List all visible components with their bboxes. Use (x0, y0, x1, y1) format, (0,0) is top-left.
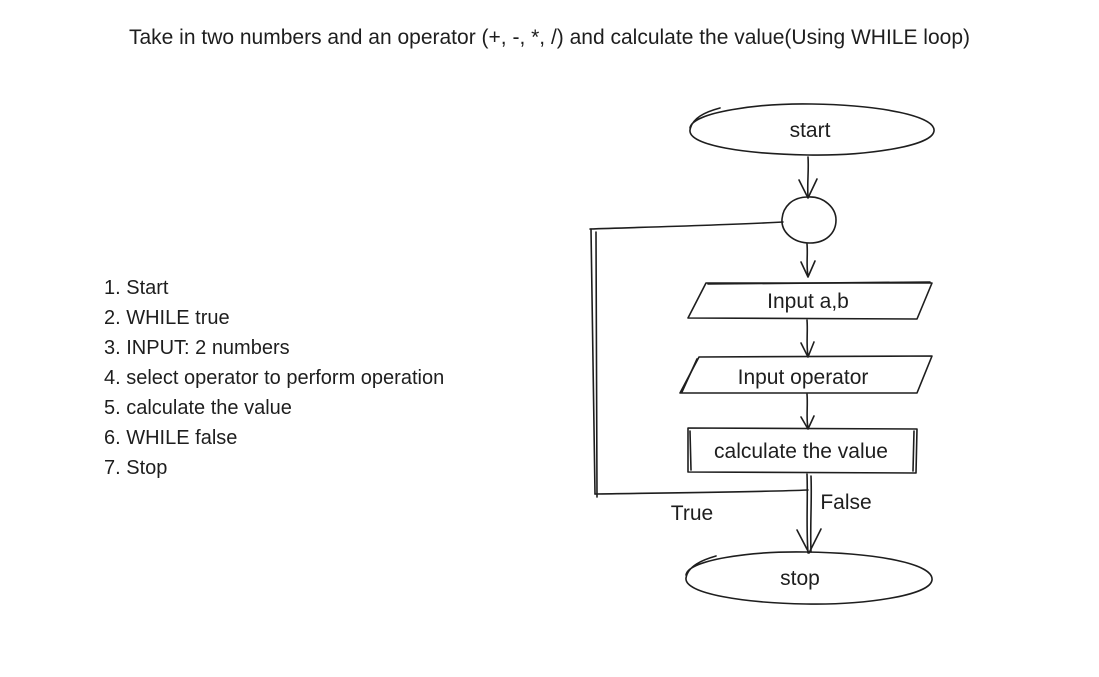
step-4: 4. select operator to perform operation (104, 367, 445, 389)
input-ab-shape: Input a,b (687, 281, 933, 320)
arrow-input-to-operator (800, 319, 815, 358)
loop-back-line (589, 221, 809, 498)
step-1: 1. Start (104, 277, 169, 299)
arrow-connector-to-input (800, 243, 816, 278)
input-ab-label: Input a,b (767, 290, 849, 313)
step-6: 6. WHILE false (104, 427, 238, 449)
step-2: 2. WHILE true (104, 307, 230, 329)
input-operator-label: Input operator (738, 366, 869, 389)
calculate-label: calculate the value (714, 440, 888, 463)
stop-label: stop (780, 567, 820, 590)
arrow-start-to-connector (798, 156, 818, 199)
start-label: start (790, 119, 831, 142)
calculate-process-box: calculate the value (687, 427, 918, 474)
step-3: 3. INPUT: 2 numbers (104, 337, 290, 359)
step-5: 5. calculate the value (104, 397, 292, 419)
arrow-calculate-to-stop (796, 473, 822, 554)
stop-terminal: stop (685, 551, 933, 605)
false-label: False (820, 491, 871, 514)
algorithm-steps: 1. Start 2. WHILE true 3. INPUT: 2 numbe… (104, 273, 444, 483)
arrow-operator-to-calculate (800, 393, 815, 430)
true-label: True (671, 502, 713, 525)
step-7: 7. Stop (104, 457, 168, 479)
loop-connector (781, 196, 837, 244)
start-terminal: start (689, 103, 935, 156)
page-title: Take in two numbers and an operator (+, … (128, 26, 970, 49)
input-operator-shape: Input operator (679, 355, 933, 394)
